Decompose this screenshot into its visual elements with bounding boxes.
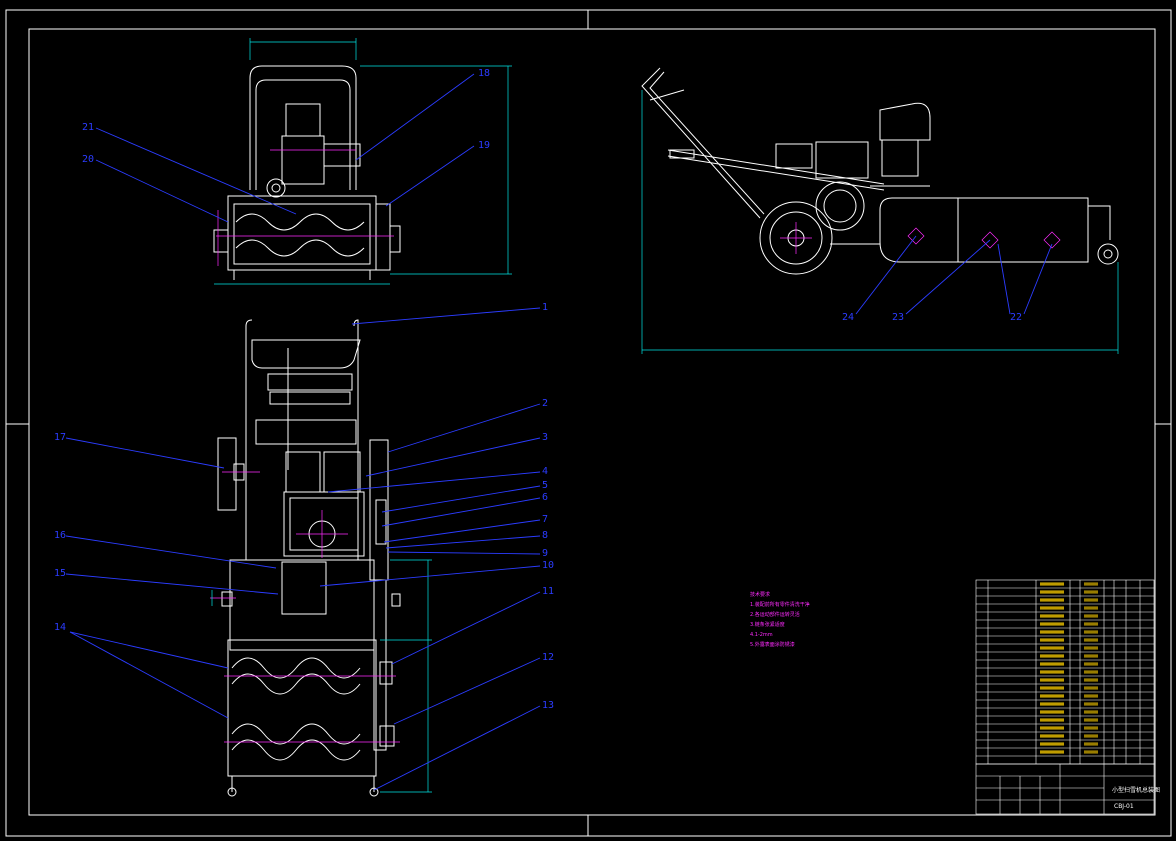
parts-list-cell-mark <box>1040 662 1064 666</box>
parts-list-cell-mark <box>1040 670 1064 674</box>
drawing-code: CBJ-01 <box>1114 803 1134 810</box>
parts-list-cell-mark <box>1084 750 1098 754</box>
callout-2: 2 <box>542 398 548 409</box>
front-view <box>217 319 401 797</box>
parts-list-cell-mark <box>1040 614 1064 618</box>
parts-list-cell-mark <box>1084 686 1098 690</box>
parts-list-cell-mark <box>1084 702 1098 706</box>
sheet-frame <box>5 9 1172 837</box>
parts-list-cell-mark <box>1084 734 1098 738</box>
callout-18: 18 <box>478 68 490 79</box>
parts-list-cell-mark <box>1040 710 1064 714</box>
parts-list-cell-mark <box>1040 598 1064 602</box>
note-line-5: 5.外露表面涂防锈漆 <box>750 641 795 648</box>
parts-list-cell-mark <box>1040 646 1064 650</box>
parts-list-cell-mark <box>1040 638 1064 642</box>
parts-list-cell-mark <box>1040 702 1064 706</box>
title-block-name: 小型扫雪机总装图 <box>1112 786 1160 794</box>
notes-heading: 技术要求 <box>750 591 770 598</box>
parts-list-cell-mark <box>1084 646 1098 650</box>
callout-10: 10 <box>542 560 554 571</box>
callouts-side-view: 22 23 24 <box>842 312 1022 323</box>
side-view-dimensions <box>641 90 1119 354</box>
callout-21: 21 <box>82 122 94 133</box>
parts-list-cell-mark <box>1040 654 1064 658</box>
parts-list-cell-mark <box>1040 726 1064 730</box>
parts-list-cell-mark <box>1084 622 1098 626</box>
callout-20: 20 <box>82 154 94 165</box>
parts-list-cell-mark <box>1040 694 1064 698</box>
parts-list-cell-mark <box>1084 742 1098 746</box>
callout-14: 14 <box>54 622 66 633</box>
note-line-4: 4.1-2mm <box>750 632 773 638</box>
parts-list-cell-mark <box>1084 614 1098 618</box>
callout-15: 15 <box>54 568 66 579</box>
parts-list-cell-mark <box>1040 606 1064 610</box>
parts-list-cell-mark <box>1084 582 1098 586</box>
note-line-1: 1.装配前所有零件清洗干净 <box>750 601 810 608</box>
callout-leaders <box>65 73 1053 791</box>
parts-list-cell-mark <box>1040 718 1064 722</box>
note-line-3: 3.链条张紧适度 <box>750 621 785 628</box>
callout-1: 1 <box>542 302 548 313</box>
top-view-centerlines <box>216 149 394 266</box>
callout-9: 9 <box>542 548 548 559</box>
parts-list-cell-mark <box>1084 590 1098 594</box>
callout-7: 7 <box>542 514 548 525</box>
parts-list-cell-mark <box>1040 630 1064 634</box>
note-line-2: 2.各运动部件运转灵活 <box>750 611 800 618</box>
callout-19: 19 <box>478 140 490 151</box>
parts-list-cell-mark <box>1040 686 1064 690</box>
callout-24: 24 <box>842 312 854 323</box>
parts-list-cell-mark <box>1084 606 1098 610</box>
parts-list-cell-mark <box>1040 590 1064 594</box>
parts-list-cell-mark <box>1040 678 1064 682</box>
parts-list-cell-mark <box>1084 662 1098 666</box>
technical-notes: 技术要求 1.装配前所有零件清洗干净 2.各运动部件运转灵活 3.链条张紧适度 … <box>750 591 810 648</box>
side-view <box>641 67 1119 275</box>
parts-list-cell-mark <box>1040 742 1064 746</box>
callout-3: 3 <box>542 432 548 443</box>
parts-list-cell-mark <box>1040 734 1064 738</box>
parts-list-table <box>975 579 1155 765</box>
callout-6: 6 <box>542 492 548 503</box>
callouts-front-view: 1 2 3 4 5 6 7 8 9 10 11 12 13 14 15 16 1… <box>54 302 554 711</box>
parts-list-cell-mark <box>1084 638 1098 642</box>
callout-12: 12 <box>542 652 554 663</box>
parts-list-cell-mark <box>1040 622 1064 626</box>
parts-list-cell-mark <box>1084 718 1098 722</box>
parts-list-cell-mark <box>1084 598 1098 602</box>
callout-17: 17 <box>54 432 66 443</box>
top-view-dimensions <box>214 38 512 285</box>
front-view-dimensions <box>211 559 432 793</box>
parts-list-cell-mark <box>1084 710 1098 714</box>
top-view <box>213 65 401 280</box>
parts-list-cell-mark <box>1040 750 1064 754</box>
callout-8: 8 <box>542 530 548 541</box>
side-view-centerlines <box>780 222 1061 254</box>
parts-list-cells <box>1040 582 1098 754</box>
parts-list-cell-mark <box>1084 630 1098 634</box>
parts-list-cell-mark <box>1084 670 1098 674</box>
callout-5: 5 <box>542 480 548 491</box>
parts-list-cell-mark <box>1040 582 1064 586</box>
callout-4: 4 <box>542 466 548 477</box>
callout-13: 13 <box>542 700 554 711</box>
callout-22: 22 <box>1010 312 1022 323</box>
title-block <box>975 763 1155 815</box>
front-view-centerlines <box>210 471 400 743</box>
callout-16: 16 <box>54 530 66 541</box>
parts-list-cell-mark <box>1084 726 1098 730</box>
callout-11: 11 <box>542 586 554 597</box>
parts-list-cell-mark <box>1084 654 1098 658</box>
parts-list-cell-mark <box>1084 678 1098 682</box>
callout-23: 23 <box>892 312 904 323</box>
parts-list-cell-mark <box>1084 694 1098 698</box>
callouts-top-view: 18 19 20 21 <box>82 68 490 165</box>
